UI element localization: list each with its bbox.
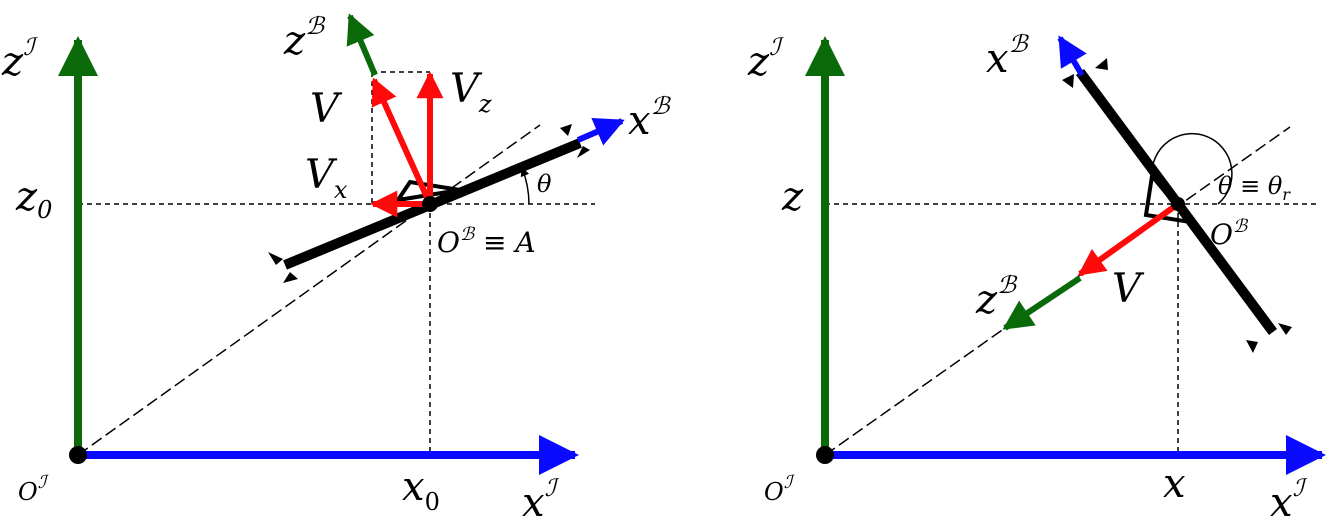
right-body-z-axis (1002, 275, 1082, 331)
left-velocity-vector (371, 77, 433, 206)
right-theta-label: θ ≡ θr (1218, 172, 1291, 204)
left-inertial-origin-label: Oℐ (18, 472, 50, 506)
left-wing-tip-mark-a (268, 252, 283, 265)
right-velocity-vector (1077, 201, 1180, 277)
left-inertial-x-label: xℐ (522, 474, 560, 521)
right-origin-line (824, 126, 1291, 456)
left-body-z-axis (346, 13, 378, 77)
right-body-x-label: xℬ (986, 30, 1030, 82)
left-z0-label: z0 (15, 174, 52, 224)
right-wing-body-triangle (1143, 171, 1195, 225)
left-body-z-label: zℬ (283, 12, 326, 64)
right-inertial-x-label: xℐ (1270, 474, 1308, 521)
left-wing-tip-mark-c (560, 124, 572, 136)
right-x-label: x (1163, 461, 1186, 507)
left-origin-line (77, 124, 541, 456)
right-body-origin-label: Oℬ (1210, 216, 1249, 251)
left-body-x-label: xℬ (628, 92, 672, 144)
left-body-origin-label: Oℬ ≡ A (437, 224, 536, 259)
right-wing-tip-mark-c (1246, 340, 1258, 353)
left-body-x-axis (576, 117, 625, 146)
left-velocity-label: V (310, 86, 343, 132)
left-body-origin (422, 196, 438, 212)
right-theta-arc (1147, 132, 1233, 205)
left-velocity-x-label: Vx (305, 152, 348, 204)
left-x0-label: x0 (402, 464, 440, 516)
right-wing-tip-mark-d (1278, 323, 1292, 335)
left-wing-tip-mark-d (577, 146, 590, 158)
right-body-z-label: zℬ (975, 271, 1018, 323)
left-wing-tip-mark-b (283, 272, 298, 283)
right-inertial-z-label: zℐ (747, 33, 784, 85)
left-inertial-z-label: zℐ (1, 33, 38, 85)
right-inertial-origin-label: Oℐ (764, 472, 796, 506)
right-body-x-axis (1057, 35, 1087, 77)
left-theta-arc (520, 167, 530, 205)
right-inertial-origin (816, 446, 834, 464)
right-wing-tip-mark-a (1062, 74, 1074, 88)
right-z-label: z (781, 174, 804, 220)
left-theta-label: θ (537, 170, 552, 198)
right-velocity-label: V (1112, 266, 1145, 312)
left-inertial-origin (69, 446, 87, 464)
right-panel: zℐ z Oℐ x xℐ xℬ zℬ V θ ≡ θr Oℬ (747, 30, 1326, 521)
left-velocity-z-label: Vz (450, 66, 492, 118)
right-wing-tip-mark-b (1095, 58, 1108, 70)
left-panel: zℐ z0 Oℐ x0 xℐ zℬ xℬ V Vz Vx θ Oℬ ≡ A (1, 12, 672, 521)
right-body-origin (1171, 197, 1185, 211)
